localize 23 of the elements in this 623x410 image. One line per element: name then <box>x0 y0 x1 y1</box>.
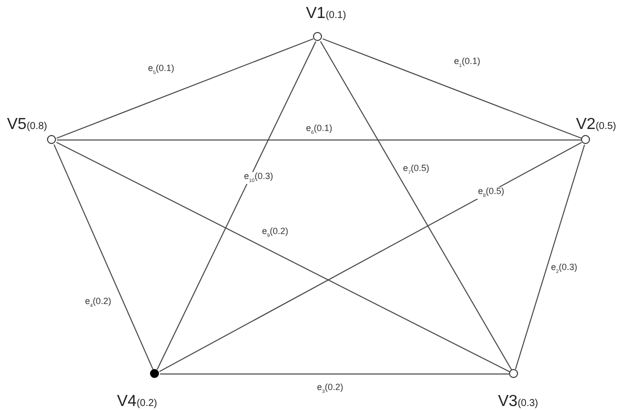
vertex-circle <box>509 369 518 378</box>
edge-label: e$_{3}$(0.2) <box>316 383 344 396</box>
edge-line <box>158 142 582 372</box>
edge-line <box>56 38 314 139</box>
edge-line <box>322 38 582 139</box>
edge-label: e$_{4}$(0.2) <box>84 297 112 310</box>
edge-label: e$_{7}$(0.5) <box>402 164 430 176</box>
edge-label: e$_{5}$(0.1) <box>147 64 176 76</box>
edge-line <box>514 144 586 370</box>
edge-label: e$_{10}$(0.3) <box>243 172 274 184</box>
edge-label: e$_{6}$(0.1) <box>305 124 334 136</box>
edge-label: e$_{9}$(0.2) <box>261 227 290 240</box>
edge-line <box>320 40 512 370</box>
edge-label: e$_{8}$(0.5) <box>477 187 506 200</box>
vertex-circle <box>47 135 56 144</box>
edge-line <box>156 41 316 370</box>
edge-label: e$_{2}$(0.3) <box>550 263 578 276</box>
edge-line <box>54 144 154 370</box>
vertex-circle <box>581 135 590 144</box>
edge-label: e$_{1}$(0.1) <box>453 57 482 70</box>
vertex-circle <box>313 32 322 41</box>
edge-line <box>56 142 510 372</box>
vertex-circle <box>150 369 159 378</box>
